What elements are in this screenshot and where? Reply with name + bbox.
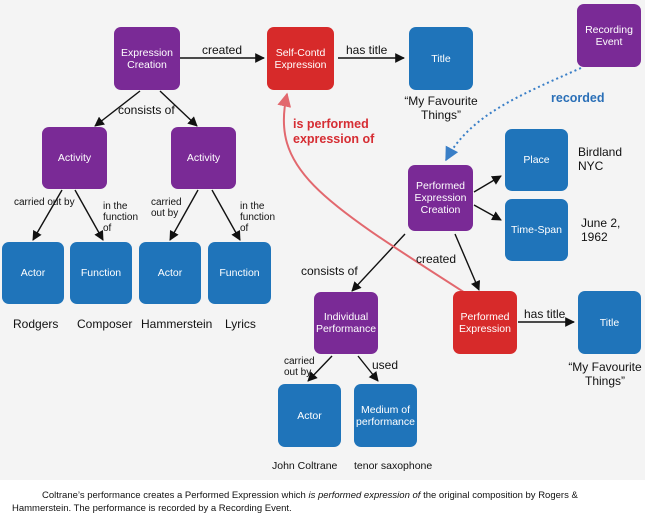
value-title-bottom: “My Favourite Things” — [568, 360, 642, 388]
actor-node-2: Actor — [139, 242, 201, 304]
label-has-title-bottom: has title — [524, 307, 566, 321]
label-consists-of-bottom: consists of — [301, 264, 358, 278]
label-created-top: created — [202, 43, 243, 57]
performed-expression-creation-node: Performed Expression Creation — [408, 165, 473, 231]
time-span-node: Time-Span — [505, 199, 568, 261]
label-has-title-top: has title — [346, 43, 388, 57]
value-actor-1: Rodgers — [13, 317, 59, 331]
edge-used — [357, 355, 379, 382]
function-node-2: Function — [208, 242, 271, 304]
expression-creation-node: Expression Creation — [114, 27, 180, 90]
value-actor-3: John Coltrane — [272, 460, 338, 472]
actor-node-1: Actor — [2, 242, 64, 304]
edge-in-function-of-2 — [211, 189, 241, 241]
performed-expression-node: Performed Expression — [453, 291, 517, 354]
diagram-canvas: Expression Creation Self-Contd Expressio… — [0, 0, 645, 480]
label-used: used — [372, 358, 399, 372]
recording-event-node: Recording Event — [577, 4, 641, 67]
edge-layer — [32, 53, 582, 382]
value-actor-2: Hammerstein — [141, 317, 213, 331]
individual-performance-node: Individual Performance — [314, 292, 378, 354]
label-in-function-of-1: in the function of — [103, 201, 139, 234]
edge-carried-out-by-1 — [32, 189, 63, 241]
self-contained-expression-node: Self-Contd Expression — [267, 27, 334, 90]
value-function-1: Composer — [77, 317, 133, 331]
edge-carried-out-by-3 — [307, 355, 333, 382]
edge-consists-of-right — [159, 90, 198, 127]
edge-time-span — [473, 204, 502, 221]
edge-in-function-of-1 — [74, 189, 104, 241]
edge-consists-of-left — [94, 90, 141, 127]
label-carried-out-by-2: carried out by — [151, 197, 182, 219]
activity-node-2: Activity — [171, 127, 236, 189]
figure-caption: Coltrane’s performance creates a Perform… — [12, 489, 637, 515]
edge-place — [473, 175, 502, 193]
title-node-top: Title — [409, 27, 473, 90]
edge-is-performed-expression-of — [277, 92, 471, 297]
actor-node-3: Actor — [278, 384, 341, 447]
label-created-bottom: created — [416, 252, 457, 266]
label-is-performed-expression-of: is performed expression of — [293, 117, 375, 146]
edge-recorded — [445, 67, 582, 162]
edge-carried-out-by-2 — [169, 189, 199, 241]
value-title-top: “My Favourite Things” — [404, 94, 478, 122]
value-time-span: June 2, 1962 — [581, 216, 621, 244]
value-medium: tenor saxophone — [354, 460, 433, 472]
label-in-function-of-2: in the function of — [240, 201, 276, 234]
edge-created-bottom — [454, 233, 481, 291]
label-consists-of-top: consists of — [118, 103, 175, 117]
place-node: Place — [505, 129, 568, 191]
caption-emphasis: is performed expression of — [308, 490, 421, 501]
title-node-bottom: Title — [578, 291, 641, 354]
edge-consists-of-bottom — [351, 233, 406, 292]
caption-part-1: Coltrane’s performance creates a Perform… — [42, 490, 309, 501]
activity-node-1: Activity — [42, 127, 107, 189]
caption-part-2: the original composition by Rogers & Ham… — [12, 490, 578, 514]
value-function-2: Lyrics — [225, 317, 256, 331]
label-recorded: recorded — [551, 91, 605, 105]
medium-of-performance-node: Medium of performance — [354, 384, 417, 447]
label-carried-out-by-3: carried out by — [284, 356, 315, 378]
label-carried-out-by-1: carried out by — [14, 197, 75, 208]
value-place: Birdland NYC — [578, 145, 623, 173]
function-node-1: Function — [70, 242, 132, 304]
